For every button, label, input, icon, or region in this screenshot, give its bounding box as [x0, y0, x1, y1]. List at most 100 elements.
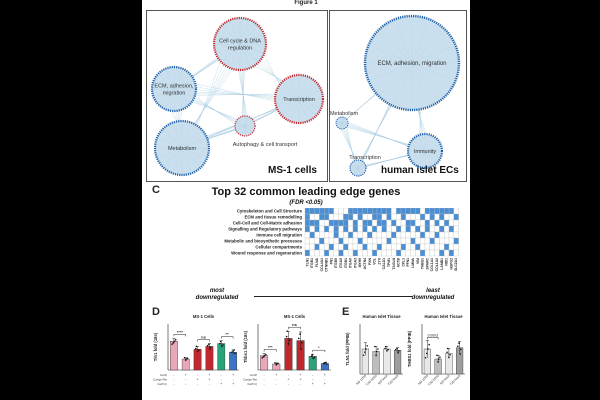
heatmap-gene-label: ITGA5: [339, 258, 343, 268]
heatmap-cell: [333, 231, 339, 239]
net-a-node-texture: [155, 81, 193, 97]
bar-d2-data-point: [300, 341, 303, 344]
heatmap-cell: [309, 219, 315, 227]
heatmap-cell: [410, 213, 416, 221]
bar-d2-condition-mark: -: [264, 382, 265, 386]
heatmap-gene-label: HSPG2: [449, 258, 453, 270]
heatmap-cell: [434, 231, 440, 239]
heatmap-cell: [453, 208, 459, 215]
figure-page: Figure 1 A Cell cycle & DNAregulationECM…: [142, 0, 470, 400]
bar-e1-data-point: [384, 347, 386, 350]
bar-d2-data-point: [286, 330, 289, 332]
bar-d1-title: MS-1 Cells: [193, 314, 215, 319]
heatmap-cell: [410, 249, 416, 257]
heatmap-cell: [357, 243, 363, 251]
bar-e1-data-point: [375, 354, 377, 357]
heatmap-cell: [410, 219, 416, 227]
bar-e2-data-point: [460, 348, 462, 351]
heatmap-cell: [448, 243, 454, 251]
heatmap-cell: [396, 237, 402, 245]
heatmap-cell: [309, 231, 315, 239]
heatmap-cell: [343, 249, 349, 257]
heatmap-cell: [352, 249, 358, 257]
heatmap-cell: [429, 225, 435, 233]
heatmap-cell: [304, 243, 310, 251]
bar-e2-data-point: [458, 342, 460, 344]
heatmap-cell: [400, 243, 406, 251]
heatmap-cell: [343, 213, 349, 221]
heatmap-cell: [415, 231, 421, 239]
bar-d1-data-point: [195, 345, 198, 348]
heatmap-cell: [333, 249, 339, 257]
bar-e1-data-point: [384, 345, 387, 348]
heatmap-cell: [429, 213, 435, 221]
heatmap-cell: [453, 237, 459, 245]
heatmap-cell: [415, 237, 421, 245]
heatmap-cell: [348, 249, 354, 257]
bar-e2-data-point: [424, 356, 427, 359]
heatmap-cell: [319, 208, 325, 215]
bar-d1-data-point: [208, 343, 210, 346]
bar-d1-condition-mark: -: [173, 373, 174, 377]
heatmap-cell: [405, 231, 411, 239]
bar-d1-data-point: [221, 345, 223, 348]
net-b-node-texture: [372, 46, 452, 80]
bar-d1-condition-name: Cunign Ret: [153, 378, 167, 382]
heatmap-cell: [343, 225, 349, 233]
bar-d1-sig-label: **: [226, 332, 230, 337]
heatmap-gene-label: SLC2A1: [454, 258, 458, 271]
bar-e2-annotation-bracket: [427, 337, 439, 340]
heatmap-cell: [343, 231, 349, 239]
heatmap-cell: [386, 219, 392, 227]
bar-d2-condition-mark: +: [287, 378, 289, 382]
bar-d2-condition-mark: -: [276, 378, 277, 382]
bar-d1-condition-name: IuccP: [160, 373, 167, 377]
heatmap-cell: [396, 219, 402, 227]
bar-d2-condition-mark: -: [264, 373, 265, 377]
heatmap-cell: [415, 213, 421, 221]
bar-d2-data-point: [275, 364, 278, 366]
net-b-node-texture: [336, 120, 348, 126]
heatmap-cell: [328, 249, 334, 257]
heatmap-cell: [396, 225, 402, 233]
bar-d1-condition-mark: +: [220, 382, 222, 386]
bar-d2-data-point: [263, 354, 266, 357]
bar-e2-annotation: 0.0003: [428, 333, 438, 337]
heatmap-cell: [396, 208, 402, 215]
heatmap-cell: [352, 243, 358, 251]
heatmap-cell: [357, 249, 363, 257]
heatmap-gene-label: SPARC: [425, 257, 429, 269]
heatmap-cell: [304, 237, 310, 245]
heatmap-cell: [309, 213, 315, 221]
bar-d1-condition-mark: +: [185, 373, 187, 377]
heatmap-cell: [415, 208, 421, 215]
heatmap-cell: [352, 213, 358, 221]
heatmap-gene-label: NID1: [445, 258, 449, 266]
heatmap-cell: [367, 219, 373, 227]
bar-d2-condition-mark: -: [288, 382, 289, 386]
heatmap-row-label: Wound response and regeneration: [231, 251, 302, 256]
bar-e1-data-point: [365, 348, 367, 350]
heatmap-cell: [367, 231, 373, 239]
heatmap-cell: [391, 237, 397, 245]
heatmap-gene-label: PXN: [368, 257, 372, 265]
heatmap-cell: [372, 219, 378, 227]
heatmap-cell: [453, 243, 459, 251]
heatmap-cell: [391, 243, 397, 251]
net-a-node-texture: [278, 90, 320, 108]
bar-d2-condition-mark: +: [312, 382, 314, 386]
heatmap-cell: [338, 213, 344, 221]
heatmap-cell: [429, 243, 435, 251]
heatmap-cell: [424, 213, 430, 221]
heatmap-cell: [448, 225, 454, 233]
bar-e1-data-point: [397, 351, 400, 354]
heatmap-cell: [405, 243, 411, 251]
heatmap-cell: [324, 219, 330, 227]
bar-d2-data-point: [322, 362, 325, 365]
bar-d1-data-point: [184, 359, 187, 361]
heatmap-cell: [309, 208, 315, 215]
heatmap-cell: [328, 213, 334, 221]
bar-d1-bar: [229, 351, 237, 371]
bar-d1-data-point: [222, 344, 224, 346]
heatmap-cell: [448, 231, 454, 239]
